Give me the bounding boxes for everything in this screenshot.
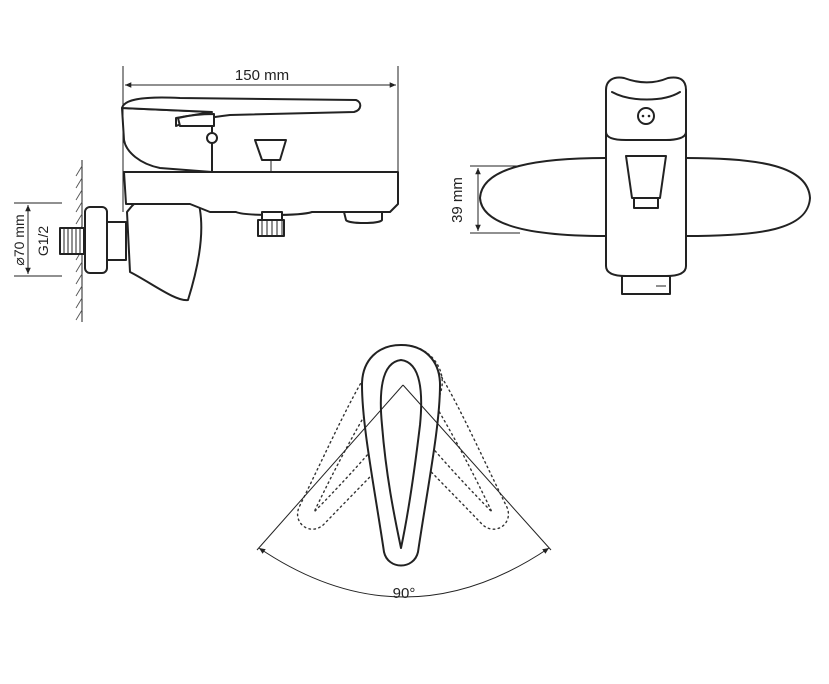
- height-dimension: 39 mm: [449, 165, 520, 234]
- width-dimension: 150 mm: [122, 66, 399, 212]
- front-view: 39 mm: [449, 76, 811, 295]
- angle-arc: [258, 547, 550, 598]
- inlet-thread: [59, 227, 85, 255]
- front-diverter: [625, 155, 667, 199]
- spout-tip: [343, 211, 383, 224]
- lever-rotation-view: 90°: [256, 344, 552, 602]
- height-label: 39 mm: [449, 177, 466, 223]
- front-outlet: [621, 275, 671, 295]
- lever-pivot: [206, 132, 218, 144]
- eccentric-connector: [106, 221, 127, 261]
- shower-outlet: [257, 211, 285, 237]
- diverter-knob: [254, 139, 287, 161]
- side-view: 150 mm ⌀70 mm G1/2: [11, 66, 399, 322]
- angle-label: 90°: [393, 585, 416, 602]
- diameter-label: ⌀70 mm: [11, 214, 27, 265]
- width-label: 150 mm: [235, 67, 289, 84]
- diameter-dimension: ⌀70 mm G1/2: [11, 202, 62, 277]
- escutcheon: [84, 206, 108, 274]
- thread-label: G1/2: [35, 226, 51, 257]
